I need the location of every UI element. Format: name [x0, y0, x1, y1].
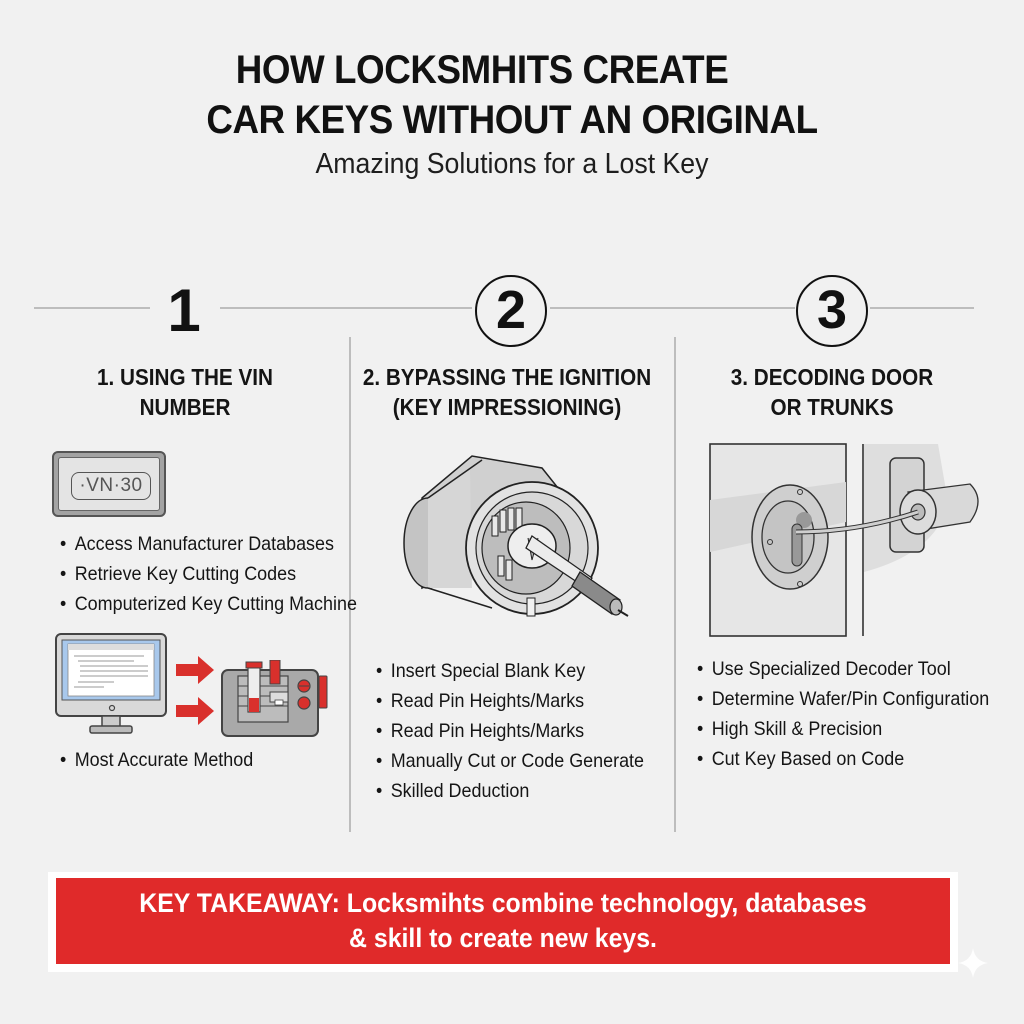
sparkle-icon: [958, 948, 988, 978]
key-cutting-machine-icon: [221, 660, 328, 737]
heading-line: (KEY IMPRESSIONING): [392, 394, 622, 420]
heading-line: 3. DECODING DOOR: [730, 364, 934, 390]
ignition-cylinder-icon: [403, 455, 629, 617]
column-divider: [674, 337, 676, 832]
divider-line: [870, 307, 974, 309]
step-1-bullets-extra: Most Accurate Method: [60, 745, 270, 775]
title-line-1: HOW LOCKSMHITS CREATE: [235, 48, 729, 92]
step-1-heading: 1. USING THE VIN NUMBER: [37, 362, 334, 422]
takeaway-line-2: & skill to create new keys.: [349, 923, 657, 953]
heading-line: 1. USING THE VIN: [96, 364, 273, 390]
step-number-2: 2: [475, 275, 547, 347]
heading-line: NUMBER: [139, 394, 231, 420]
bullet-item: Read Pin Heights/Marks: [376, 716, 644, 746]
door-lock-decoder-icon: [709, 443, 979, 637]
computer-monitor-icon: [55, 633, 167, 734]
bullet-item: Insert Special Blank Key: [376, 656, 644, 686]
takeaway-line-1: KEY TAKEAWAY: Locksmihts combine technol…: [139, 888, 867, 918]
bullet-item: High Skill & Precision: [697, 714, 989, 744]
title-line-2: CAR KEYS WITHOUT AN ORIGINAL: [206, 98, 818, 142]
takeaway-banner: KEY TAKEAWAY: Locksmihts combine technol…: [56, 878, 950, 964]
bullet-item: Use Specialized Decoder Tool: [697, 654, 989, 684]
step-2-bullets: Insert Special Blank Key Read Pin Height…: [376, 656, 667, 806]
step-1-bullets: Access Manufacturer Databases Retrieve K…: [60, 529, 383, 619]
subtitle: Amazing Solutions for a Lost Key: [315, 148, 709, 180]
bullet-item: Most Accurate Method: [60, 745, 253, 775]
heading-line: 2. BYPASSING THE IGNITION: [362, 364, 652, 390]
bullet-item: Access Manufacturer Databases: [60, 529, 357, 559]
bullet-item: Cut Key Based on Code: [697, 744, 989, 774]
bullet-item: Read Pin Heights/Marks: [376, 686, 644, 716]
step-number-3: 3: [796, 275, 868, 347]
step-3-heading: 3. DECODING DOOR OR TRUNKS: [684, 362, 981, 422]
step-2-heading: 2. BYPASSING THE IGNITION (KEY IMPRESSIO…: [359, 362, 656, 422]
arrow-right-icon: [176, 656, 214, 684]
heading-line: OR TRUNKS: [770, 394, 894, 420]
bullet-item: Computerized Key Cutting Machine: [60, 589, 357, 619]
vin-plate-icon: ·VN·30: [52, 451, 166, 517]
divider-line: [34, 307, 150, 309]
step-3-bullets: Use Specialized Decoder Tool Determine W…: [697, 654, 1015, 774]
divider-line: [550, 307, 795, 309]
arrow-right-icon: [176, 697, 214, 725]
vin-plate-text: ·VN·30: [71, 472, 151, 500]
divider-line: [220, 307, 472, 309]
step-number-1: 1: [167, 277, 201, 344]
bullet-item: Manually Cut or Code Generate: [376, 746, 644, 776]
bullet-item: Skilled Deduction: [376, 776, 644, 806]
bullet-item: Determine Wafer/Pin Configuration: [697, 684, 990, 714]
bullet-item: Retrieve Key Cutting Codes: [60, 559, 357, 589]
